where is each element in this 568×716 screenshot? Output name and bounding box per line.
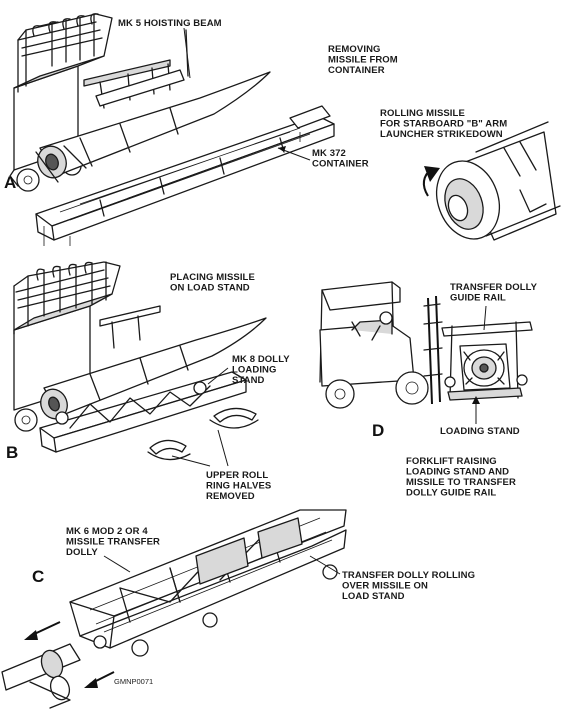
panel-a-missile <box>35 71 271 183</box>
label-transfer-dolly-line: MK 6 MOD 2 OR 4 <box>66 526 148 537</box>
label-ring-halves-line: RING HALVES <box>206 481 271 492</box>
label-removing-missile-line: REMOVING <box>328 44 381 55</box>
label-ring-halves-line: REMOVED <box>206 491 255 502</box>
panel-b-missile <box>40 317 267 420</box>
label-placing-missile-line: ON LOAD STAND <box>170 283 250 294</box>
panel-a-illustration <box>9 13 561 246</box>
panel-c-missile <box>1 643 81 709</box>
leader-container-arrowhead <box>278 146 286 152</box>
label-hoisting-beam: MK 5 HOISTING BEAM <box>118 18 222 29</box>
panel-letter-c: C <box>32 567 44 586</box>
label-forklift-raising-line: DOLLY GUIDE RAIL <box>406 488 496 499</box>
label-rolling-missile-line: LAUNCHER STRIKEDOWN <box>380 129 503 140</box>
leader-hoisting-beam <box>183 27 191 79</box>
label-ring-halves-line: UPPER ROLL <box>206 470 268 481</box>
label-guide-rail-line: TRANSFER DOLLY <box>450 282 538 293</box>
panel-letter-d: D <box>372 421 384 440</box>
label-removing-missile-line: CONTAINER <box>328 65 385 76</box>
panel-c-illustration <box>1 509 347 709</box>
label-rolling-missile-line: FOR STARBOARD "B" ARM <box>380 119 507 130</box>
panel-b-illustration <box>13 261 267 461</box>
label-transfer-rolling-line: OVER MISSILE ON <box>342 581 428 592</box>
panel-a-forklift <box>9 13 113 192</box>
panel-letter-a: A <box>4 173 16 192</box>
label-mk8-dolly-stand-line: LOADING <box>232 365 277 376</box>
label-removing-missile-line: MISSILE FROM <box>328 55 398 66</box>
leader-rolling-over <box>309 555 341 575</box>
panel-d-forklift <box>319 281 443 409</box>
label-transfer-rolling-line: TRANSFER DOLLY ROLLING <box>342 570 475 581</box>
label-hoisting-beam-line: MK 5 HOISTING BEAM <box>118 18 222 29</box>
label-rolling-missile-line: ROLLING MISSILE <box>380 108 465 119</box>
leader-ring-halves <box>171 429 229 467</box>
panel-a-hoisting-beam <box>83 29 189 109</box>
label-mk8-dolly-stand-line: MK 8 DOLLY <box>232 354 290 365</box>
panel-d-guide-rail <box>441 321 533 401</box>
label-forklift-raising-line: MISSILE TO TRANSFER <box>406 477 516 488</box>
panel-b-load-stand <box>39 371 247 453</box>
label-transfer-rolling-line: LOAD STAND <box>342 591 405 602</box>
leader-guide-rail <box>483 305 487 331</box>
panel-letter-b: B <box>6 443 18 462</box>
panel-a-rolling-missile <box>436 121 561 241</box>
panel-d-missile-on-stand <box>459 343 511 391</box>
label-guide-rail-line: GUIDE RAIL <box>450 293 506 304</box>
leader-loading-stand-arrowhead <box>472 396 480 404</box>
panel-d-illustration <box>319 281 533 409</box>
label-placing-missile-line: PLACING MISSILE <box>170 272 255 283</box>
label-mk372-container-line: MK 372 <box>312 148 346 159</box>
leader-dolly-stand <box>207 367 229 385</box>
leader-transfer-dolly <box>103 555 131 573</box>
label-forklift-raising-line: FORKLIFT RAISING <box>406 456 497 467</box>
label-transfer-dolly-line: DOLLY <box>66 547 98 558</box>
panel-c-motion-arrows <box>24 621 115 688</box>
label-loading-stand: LOADING STAND <box>440 426 520 437</box>
label-forklift-raising-line: LOADING STAND AND <box>406 467 509 478</box>
figure-code: GMNP0071 <box>114 677 153 686</box>
panel-b-ring-halves <box>147 407 259 461</box>
label-mk372-container-line: CONTAINER <box>312 159 369 170</box>
panel-a-rotation-arrowhead <box>424 166 440 182</box>
label-loading-stand-line: LOADING STAND <box>440 426 520 437</box>
panel-c-transfer-dolly <box>69 509 347 657</box>
label-transfer-dolly-line: MISSILE TRANSFER <box>66 537 160 548</box>
label-mk8-dolly-stand-line: STAND <box>232 375 265 386</box>
panel-a-container <box>35 105 335 246</box>
